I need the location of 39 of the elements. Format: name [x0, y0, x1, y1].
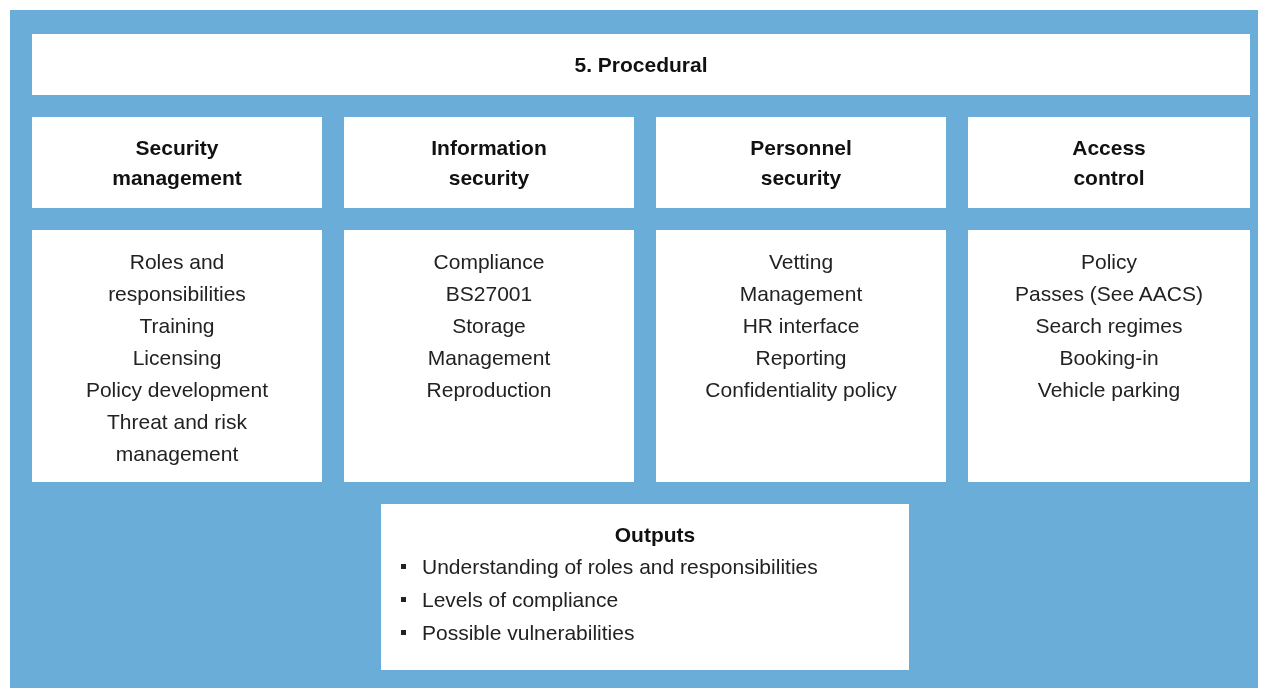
list-item: Reporting — [755, 345, 847, 371]
item-list-box — [968, 230, 1250, 482]
category-header-box — [344, 117, 634, 208]
list-item: Vetting — [768, 249, 834, 275]
category-header-box — [968, 117, 1250, 208]
list-item: Compliance — [433, 249, 545, 275]
header-text: Access control — [1071, 134, 1147, 191]
list-item: Confidentiality policy — [705, 377, 897, 403]
list-item: Management — [427, 345, 551, 371]
list-item: Licensing — [132, 345, 222, 371]
category-header-box — [656, 117, 946, 208]
list-item: Storage — [452, 313, 526, 339]
list-item: Management — [739, 281, 863, 307]
item-list-box — [32, 230, 322, 482]
title-box — [32, 34, 1250, 95]
list-item: Search regimes — [1035, 313, 1183, 339]
bullet-text: Possible vulnerabilities — [422, 619, 635, 646]
list-item: Roles and responsibilities — [107, 249, 247, 307]
outputs-heading: Outputs — [614, 522, 696, 548]
bullet-text: Understanding of roles and responsibilities — [422, 553, 818, 580]
item-list-box — [656, 230, 946, 482]
bullet-text: Levels of compliance — [422, 586, 619, 613]
category-header-box — [32, 117, 322, 208]
title-text: 5. Procedural — [574, 51, 708, 78]
list-item: Policy development — [85, 377, 269, 403]
list-item: Vehicle parking — [1037, 377, 1181, 403]
item-list-box — [344, 230, 634, 482]
list-item: Booking-in — [1059, 345, 1159, 371]
list-item: Training — [139, 313, 215, 339]
list-item: Threat and risk management — [105, 409, 249, 467]
list-item: Reproduction — [426, 377, 552, 403]
header-text: Personnel security — [749, 134, 853, 191]
header-text: Information security — [430, 134, 548, 191]
list-item: HR interface — [742, 313, 860, 339]
list-item: Policy — [1081, 249, 1137, 275]
outputs-box — [381, 504, 909, 670]
list-item: Passes (See AACS) — [1015, 281, 1203, 307]
header-text: Security management — [111, 134, 243, 191]
list-item: BS27001 — [445, 281, 533, 307]
